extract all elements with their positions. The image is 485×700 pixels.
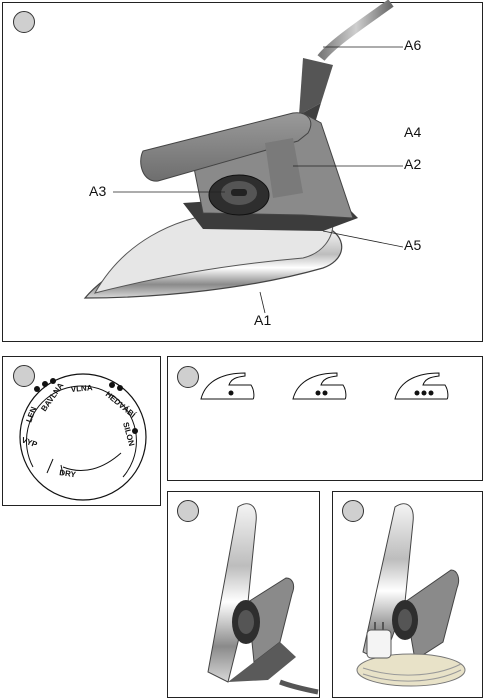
plug [367, 630, 391, 658]
dot-len [34, 386, 40, 392]
callout-a2: A2 [404, 156, 422, 172]
dot-vlna [117, 385, 123, 391]
callout-a3: A3 [89, 183, 107, 199]
dot-len [50, 378, 56, 384]
figure-3-panel [167, 356, 483, 481]
iron-cord-wrapped-illustration [333, 492, 484, 699]
power-cord [321, 3, 391, 58]
callout-a4: A4 [404, 124, 422, 140]
dial-illustration: VYP LEN BAVLNA VLNA HEDVÁBÍ SILON DRY [3, 357, 162, 507]
iron-icon-1-dot [201, 373, 254, 399]
figure-4-panel [167, 491, 320, 698]
dial-label-vlna: VLNA [70, 383, 93, 394]
callout-a5: A5 [404, 237, 422, 253]
figure-1-panel: A6 A4 A2 A3 A5 A1 [2, 2, 483, 342]
callout-a6: A6 [404, 37, 422, 53]
figure-5-panel [332, 491, 483, 698]
dot-vlna [109, 382, 115, 388]
iron-illustration [3, 3, 484, 343]
iron-icon-2-dots [293, 373, 346, 399]
figure-2-panel: VYP LEN BAVLNA VLNA HEDVÁBÍ SILON DRY [2, 356, 161, 506]
callout-a1: A1 [254, 312, 272, 328]
iron-icon-3-dots [395, 373, 448, 399]
iron-settings-icons [168, 357, 484, 482]
iron-standing-illustration [168, 492, 321, 699]
dot-len [42, 381, 48, 387]
